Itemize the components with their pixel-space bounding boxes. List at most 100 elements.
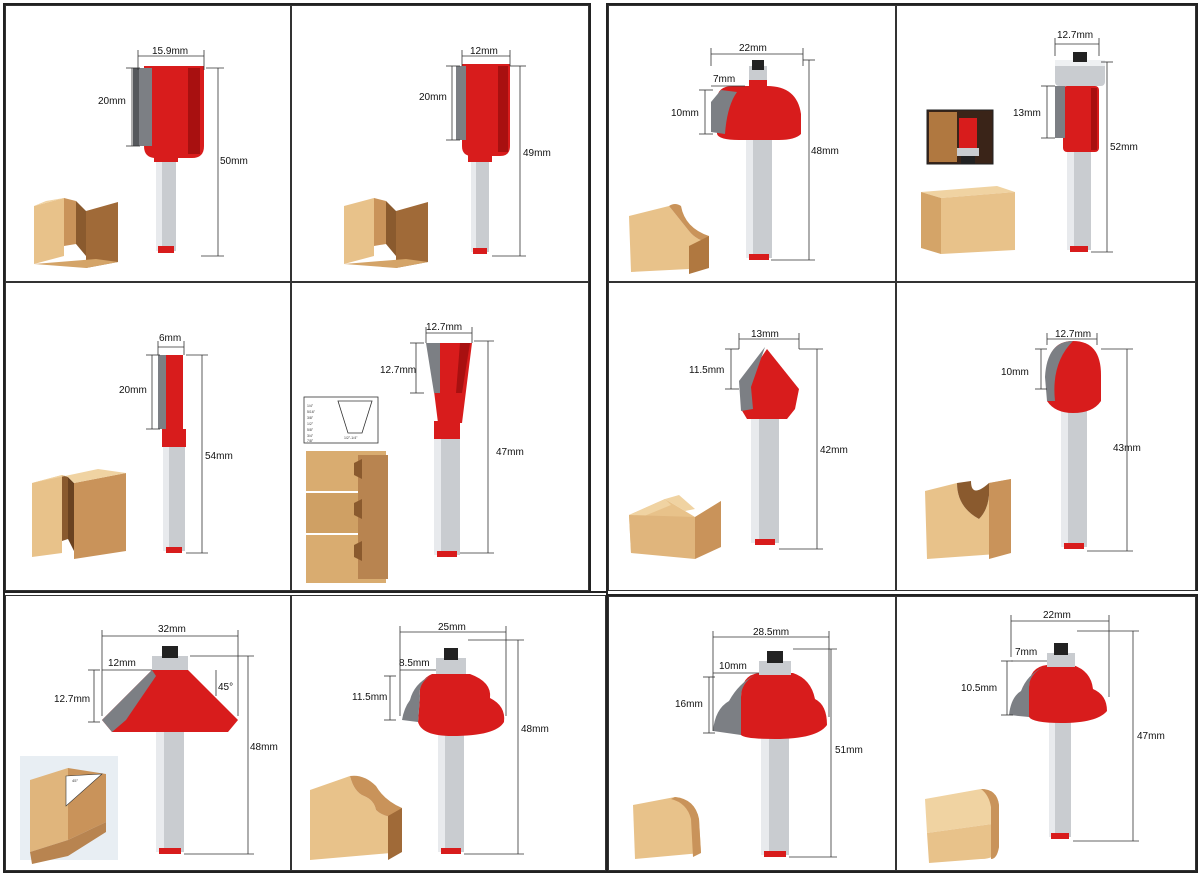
panel-straight-bit-6: 6mm 20mm 54mm	[5, 282, 291, 591]
chart-label: 7/8"	[307, 439, 314, 443]
router-bit	[1009, 643, 1107, 839]
total-label: 54mm	[205, 451, 233, 462]
dimension-lines	[1035, 333, 1133, 552]
router-bit	[158, 355, 186, 553]
router-bit	[713, 651, 827, 857]
panel-straight-bit-12: 12mm 20mm 49mm	[291, 5, 589, 282]
dimension-lines	[1001, 615, 1139, 842]
cut-label: 10.5mm	[961, 683, 997, 694]
panel-straight-bit-15-9: 15.9mm 20mm 50mm	[5, 5, 291, 282]
cut-label: 16mm	[675, 699, 703, 710]
panel-chamfer-bit-32: 45° 32mm 12mm 12.7mm 45° 48mm	[5, 595, 291, 871]
inner-label: 12mm	[108, 658, 136, 669]
panel-v-groove-bit-13: 13mm 11.5mm 42mm	[608, 282, 896, 591]
dimension-lines	[126, 50, 224, 257]
cut-label: 12.7mm	[380, 365, 416, 376]
cut-label: 13mm	[1013, 108, 1041, 119]
chart-label: 3/4"	[307, 434, 314, 438]
dovetail-joint-wood	[306, 451, 388, 583]
total-label: 51mm	[835, 745, 863, 756]
wood-block	[629, 204, 709, 274]
chart-label: 5/8"	[307, 428, 314, 432]
cut-label: 20mm	[98, 96, 126, 107]
wood-block	[925, 479, 1011, 559]
wood-block	[310, 775, 402, 860]
radius-label: 7mm	[713, 74, 735, 85]
cut-label: 11.5mm	[352, 692, 387, 703]
dimension-lines	[384, 626, 524, 855]
panel-roundover-bit-22-b: 22mm 7mm 10.5mm 47mm	[896, 596, 1196, 871]
total-label: 47mm	[496, 447, 524, 458]
width-label: 25mm	[438, 622, 466, 633]
width-label: 15.9mm	[152, 46, 188, 57]
total-label: 52mm	[1110, 142, 1138, 153]
wood-block	[34, 198, 118, 268]
wood-block	[629, 495, 721, 559]
width-label: 22mm	[739, 43, 767, 54]
angle-label: 45°	[218, 682, 233, 693]
wood-block	[32, 469, 126, 559]
router-bit	[1045, 341, 1101, 549]
width-label: 12.7mm	[1057, 30, 1093, 41]
width-label: 22mm	[1043, 610, 1071, 621]
dimension-lines	[699, 48, 815, 261]
dimension-lines	[410, 327, 494, 554]
width-label: 12.7mm	[1055, 329, 1091, 340]
router-bit	[739, 347, 799, 545]
inner-label: 8.5mm	[399, 658, 430, 669]
router-bit	[1055, 52, 1105, 252]
chart-label: 5/16"	[307, 410, 316, 414]
inset-joint-diagram: 45°	[20, 756, 118, 864]
cut-label: 20mm	[419, 92, 447, 103]
chart-label: 1/4"	[307, 404, 314, 408]
dimension-lines	[88, 630, 254, 855]
panel-roundover-bit-22: 22mm 7mm 10mm 48mm	[608, 5, 896, 282]
width-label: 13mm	[751, 329, 779, 340]
total-label: 48mm	[811, 146, 839, 157]
chart-label: 1/2"	[307, 422, 314, 426]
panel-ogee-bit-25: 25mm 8.5mm 11.5mm 48mm	[291, 595, 606, 871]
width-label: 28.5mm	[753, 627, 789, 638]
wood-block	[633, 797, 701, 859]
panel-roundover-bit-28-5: 28.5mm 10mm 16mm 51mm	[608, 596, 896, 871]
dimension-lines	[1041, 38, 1113, 253]
dimension-lines	[446, 50, 526, 257]
router-bit	[102, 646, 238, 854]
cut-label: 12.7mm	[54, 694, 90, 705]
chart-label: 3/8"	[307, 416, 314, 420]
cut-label: 20mm	[119, 385, 147, 396]
width-label: 6mm	[159, 333, 181, 344]
inset-angle-label: 45°	[72, 778, 78, 783]
total-label: 49mm	[523, 148, 551, 159]
router-bit	[402, 648, 505, 854]
wood-block	[921, 186, 1015, 254]
dimension-lines	[725, 333, 823, 550]
router-bit	[133, 66, 204, 253]
total-label: 42mm	[820, 445, 848, 456]
wood-block	[925, 789, 999, 863]
total-label: 50mm	[220, 156, 248, 167]
total-label: 43mm	[1113, 443, 1141, 454]
total-label: 47mm	[1137, 731, 1165, 742]
dimension-lines	[146, 341, 208, 554]
router-bit	[711, 60, 801, 260]
panel-core-box-bit-12-7: 12.7mm 10mm 43mm	[896, 282, 1196, 591]
width-label: 12mm	[470, 46, 498, 57]
cut-label: 11.5mm	[689, 365, 724, 376]
router-bit	[456, 64, 510, 254]
total-label: 48mm	[521, 724, 549, 735]
router-bit	[426, 343, 472, 557]
wood-block	[344, 198, 428, 268]
inset-photo	[926, 109, 994, 165]
panel-dovetail-bit-12-7: 1/4" 5/16" 3/8" 1/2" 5/8" 3/4" 7/8" 1/2"…	[291, 282, 589, 591]
inner-label: 7mm	[1015, 647, 1037, 658]
dovetail-chart: 1/4" 5/16" 3/8" 1/2" 5/8" 3/4" 7/8" 1/2"…	[303, 396, 379, 444]
chart-label: 1/2"-1/4"	[344, 436, 358, 440]
total-label: 48mm	[250, 742, 278, 753]
inner-label: 10mm	[719, 661, 747, 672]
cut-label: 10mm	[671, 108, 699, 119]
cut-label: 10mm	[1001, 367, 1029, 378]
width-label: 32mm	[158, 624, 186, 635]
dimension-lines	[703, 631, 837, 858]
width-label: 12.7mm	[426, 322, 462, 333]
